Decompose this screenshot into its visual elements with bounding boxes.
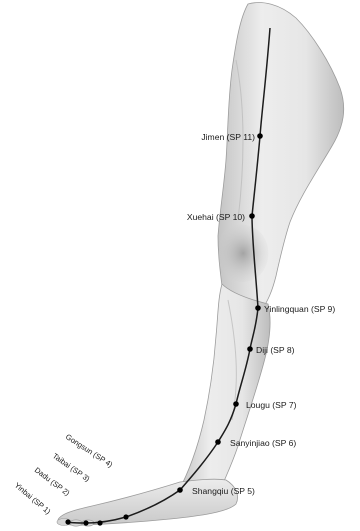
acupoint-dot-sp1 [65,519,70,524]
knee-shape [218,225,268,282]
acupoint-dot-sp7 [233,401,239,407]
acupoint-label-sp10: Xuehai (SP 10) [187,212,245,222]
acupoint-dot-sp11 [257,133,263,139]
acupoint-dot-sp8 [247,346,253,352]
acupoint-dot-sp9 [255,305,261,311]
leg-illustration [57,3,344,527]
acupoint-label-sp11: Jimen (SP 11) [201,132,255,142]
acupoint-label-sp8: Diji (SP 8) [256,345,295,355]
acupoint-label-sp2: Dadu (SP 2) [33,465,72,498]
acupoint-dot-sp5 [177,487,183,493]
acupoint-dot-sp2 [83,520,88,525]
acupoint-label-sp7: Lougu (SP 7) [246,400,297,410]
acupoint-label-sp6: Sanyinjiao (SP 6) [230,438,296,448]
lower-leg-shape [178,284,270,492]
acupoint-dot-sp4 [123,514,128,519]
acupoint-dot-sp6 [215,439,221,445]
acupoint-label-sp9: Yinlingquan (SP 9) [264,304,335,314]
acupoint-dot-sp3 [97,520,102,525]
acupoint-label-sp1: Yinbai (SP 1) [13,481,53,517]
acupoint-dot-sp10 [249,213,255,219]
acupoint-label-sp5: Shangqiu (SP 5) [192,486,255,496]
